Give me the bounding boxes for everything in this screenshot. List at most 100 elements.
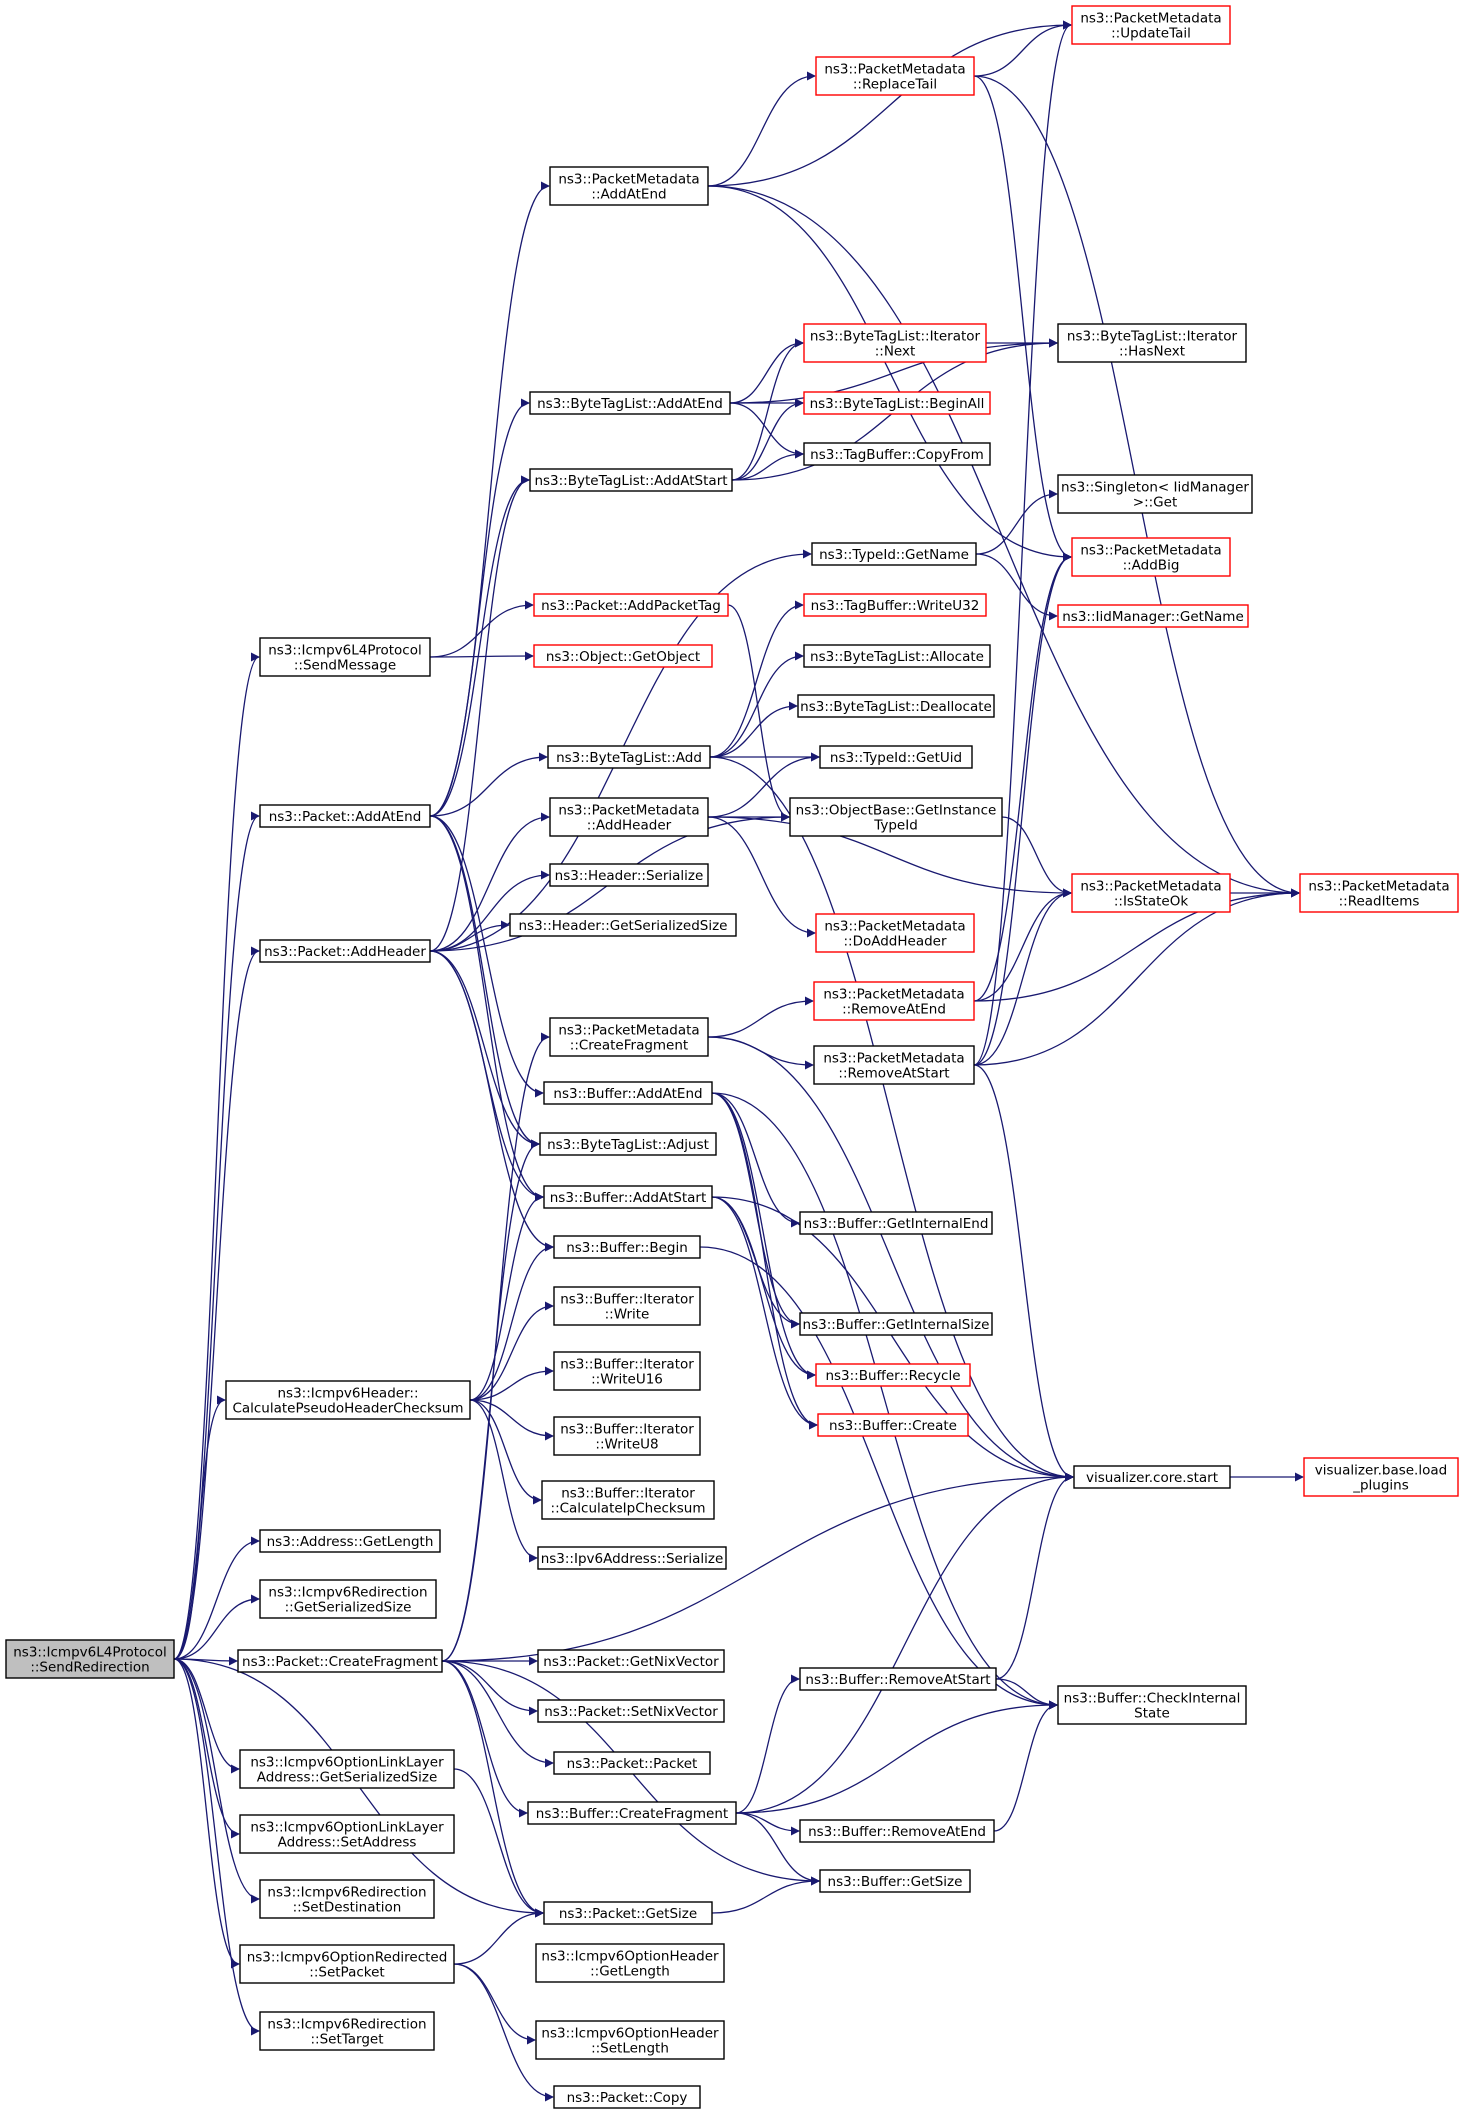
edge-pkt-add-header-to-btl-adjust: [429, 950, 540, 1149]
node-buf-get-int-size[interactable]: ns3::Buffer::GetInternalSize: [799, 1312, 993, 1336]
node-box: [259, 2011, 435, 2051]
node-it-calc-ip[interactable]: ns3::Buffer::Iterator::CalculateIpChecks…: [541, 1480, 715, 1520]
edge-pm-create-fragment-to-viz-start: [707, 1036, 1074, 1482]
node-buf-get-size[interactable]: ns3::Buffer::GetSize: [819, 1869, 971, 1893]
node-pm-remove-at-start[interactable]: ns3::PacketMetadata::RemoveAtStart: [813, 1045, 975, 1085]
node-label: ::AddBig: [1123, 558, 1180, 574]
node-box: [535, 1943, 725, 1983]
node-redir-set-dest[interactable]: ns3::Icmpv6Redirection::SetDestination: [259, 1879, 435, 1919]
node-label: ::CreateFragment: [570, 1038, 688, 1054]
node-hdr-get-ser-size[interactable]: ns3::Header::GetSerializedSize: [509, 913, 737, 937]
node-pm-add-big[interactable]: ns3::PacketMetadata::AddBig: [1071, 537, 1231, 577]
node-tb-write-u32[interactable]: ns3::TagBuffer::WriteU32: [803, 593, 987, 617]
node-it-has-next[interactable]: ns3::ByteTagList::Iterator::HasNext: [1057, 323, 1247, 363]
node-redir-get-ser-size[interactable]: ns3::Icmpv6Redirection::GetSerializedSiz…: [259, 1579, 437, 1619]
node-buf-remove-at-end[interactable]: ns3::Buffer::RemoveAtEnd: [799, 1819, 995, 1843]
node-label: ns3::Packet::AddHeader: [264, 944, 426, 960]
node-opt-llset-address[interactable]: ns3::Icmpv6OptionLinkLayerAddress::SetAd…: [239, 1814, 455, 1854]
node-label: ns3::Icmpv6Redirection: [267, 1885, 426, 1901]
edge-btl-add-at-start-to-it-next: [731, 338, 804, 481]
node-pkt-get-size[interactable]: ns3::Packet::GetSize: [543, 1901, 713, 1925]
node-type-id-get-uid[interactable]: ns3::TypeId::GetUid: [819, 745, 973, 769]
node-send-message[interactable]: ns3::Icmpv6L4Protocol::SendMessage: [259, 637, 431, 677]
node-viz-load-plugins[interactable]: visualizer.base.load_plugins: [1303, 1457, 1459, 1497]
node-box: [259, 804, 431, 828]
node-opt-llget-ser-size[interactable]: ns3::Icmpv6OptionLinkLayerAddress::GetSe…: [239, 1749, 455, 1789]
node-pkt-get-nix[interactable]: ns3::Packet::GetNixVector: [537, 1649, 725, 1673]
node-box: [813, 981, 975, 1021]
node-label: ns3::Packet::GetNixVector: [543, 1654, 719, 1670]
node-it-write-u8[interactable]: ns3::Buffer::Iterator::WriteU8: [553, 1416, 701, 1456]
node-box: [815, 1363, 971, 1387]
node-btl-add-at-start[interactable]: ns3::ByteTagList::AddAtStart: [529, 468, 733, 492]
node-obj-get-object[interactable]: ns3::Object::GetObject: [533, 644, 713, 668]
node-buf-create[interactable]: ns3::Buffer::Create: [817, 1413, 969, 1437]
node-pm-read-items[interactable]: ns3::PacketMetadata::ReadItems: [1299, 873, 1459, 913]
node-singleton-get[interactable]: ns3::Singleton< IidManager>::Get: [1057, 474, 1253, 514]
node-label: ::SetPacket: [309, 1965, 384, 1981]
node-label: State: [1134, 1706, 1170, 1722]
node-opt-hdr-set-length[interactable]: ns3::Icmpv6OptionHeader::SetLength: [535, 2020, 725, 2060]
node-pkt-add-at-end[interactable]: ns3::Packet::AddAtEnd: [259, 804, 431, 828]
node-btl-allocate[interactable]: ns3::ByteTagList::Allocate: [803, 644, 991, 668]
node-box: [529, 468, 733, 492]
node-pkt-add-header[interactable]: ns3::Packet::AddHeader: [259, 939, 431, 963]
edge-type-id-get-name-to-singleton-get: [975, 489, 1058, 555]
node-buf-begin[interactable]: ns3::Buffer::Begin: [553, 1235, 701, 1259]
edge-pm-add-header-to-pm-do-add-header: [707, 816, 816, 938]
node-label: ns3::PacketMetadata: [558, 1023, 699, 1039]
edge-root-to-pkt-add-at-end: [173, 811, 260, 1660]
node-pm-update-tail[interactable]: ns3::PacketMetadata::UpdateTail: [1071, 5, 1231, 45]
node-redir-set-target[interactable]: ns3::Icmpv6Redirection::SetTarget: [259, 2011, 435, 2051]
node-btl-add-at-end[interactable]: ns3::ByteTagList::AddAtEnd: [529, 391, 731, 415]
node-pkt-copy[interactable]: ns3::Packet::Copy: [553, 2085, 701, 2109]
node-pm-add-header[interactable]: ns3::PacketMetadata::AddHeader: [549, 797, 709, 837]
node-buf-recycle[interactable]: ns3::Buffer::Recycle: [815, 1363, 971, 1387]
node-pkt-create-fragment[interactable]: ns3::Packet::CreateFragment: [237, 1649, 443, 1673]
node-label: ns3::ObjectBase::GetInstance: [796, 803, 997, 819]
node-viz-start[interactable]: visualizer.core.start: [1073, 1465, 1231, 1489]
node-pkt-set-nix[interactable]: ns3::Packet::SetNixVector: [537, 1699, 725, 1723]
edge-root-to-redir-set-target: [173, 1658, 260, 2036]
node-it-next[interactable]: ns3::ByteTagList::Iterator::Next: [803, 323, 987, 363]
node-calc-pseudo[interactable]: ns3::Icmpv6Header::CalculatePseudoHeader…: [225, 1380, 471, 1420]
node-opt-hdr-get-length[interactable]: ns3::Icmpv6OptionHeader::GetLength: [535, 1943, 725, 1983]
node-box: [1073, 1465, 1231, 1489]
node-label: ns3::Buffer::GetInternalEnd: [804, 1216, 989, 1232]
node-hdr-serialize[interactable]: ns3::Header::Serialize: [549, 863, 709, 887]
node-buf-remove-at-start[interactable]: ns3::Buffer::RemoveAtStart: [799, 1667, 997, 1691]
node-pm-create-fragment[interactable]: ns3::PacketMetadata::CreateFragment: [549, 1017, 709, 1057]
node-label: ns3::Packet::CreateFragment: [242, 1654, 438, 1670]
edge-pkt-create-fragment-to-buf-create-fragment: [441, 1660, 528, 1818]
node-tb-copy-from[interactable]: ns3::TagBuffer::CopyFrom: [803, 442, 991, 466]
node-btl-begin-all[interactable]: ns3::ByteTagList::BeginAll: [803, 391, 991, 415]
node-btl-add[interactable]: ns3::ByteTagList::Add: [547, 745, 711, 769]
node-addr-get-length[interactable]: ns3::Address::GetLength: [259, 1529, 441, 1553]
node-box: [535, 2020, 725, 2060]
node-pkt-add-packet-tag[interactable]: ns3::Packet::AddPacketTag: [533, 593, 729, 617]
node-pm-do-add-header[interactable]: ns3::PacketMetadata::DoAddHeader: [815, 913, 975, 953]
node-buf-add-at-start[interactable]: ns3::Buffer::AddAtStart: [543, 1185, 713, 1209]
edge-buf-create-fragment-to-buf-remove-at-start: [735, 1674, 800, 1814]
node-ipv6-serialize[interactable]: ns3::Ipv6Address::Serialize: [537, 1546, 727, 1570]
node-btl-adjust[interactable]: ns3::ByteTagList::Adjust: [539, 1132, 717, 1156]
node-box: [1057, 604, 1249, 628]
node-pm-replace-tail[interactable]: ns3::PacketMetadata::ReplaceTail: [815, 56, 975, 96]
node-pm-add-at-end[interactable]: ns3::PacketMetadata::AddAtEnd: [549, 166, 709, 206]
node-btl-deallocate[interactable]: ns3::ByteTagList::Deallocate: [797, 694, 995, 718]
node-iid-get-name[interactable]: ns3::IidManager::GetName: [1057, 604, 1249, 628]
node-buf-add-at-end[interactable]: ns3::Buffer::AddAtEnd: [543, 1081, 713, 1105]
node-box: [533, 644, 713, 668]
node-type-id-get-name[interactable]: ns3::TypeId::GetName: [811, 542, 977, 566]
node-label: ns3::Buffer::Iterator: [560, 1357, 694, 1373]
node-buf-create-fragment[interactable]: ns3::Buffer::CreateFragment: [527, 1801, 737, 1825]
node-it-write-u16[interactable]: ns3::Buffer::Iterator::WriteU16: [553, 1351, 701, 1391]
node-it-write[interactable]: ns3::Buffer::Iterator::Write: [553, 1286, 701, 1326]
node-pkt-packet[interactable]: ns3::Packet::Packet: [553, 1751, 711, 1775]
node-opt-redir-set-packet[interactable]: ns3::Icmpv6OptionRedirected::SetPacket: [239, 1944, 455, 1984]
node-pm-is-state-ok[interactable]: ns3::PacketMetadata::IsStateOk: [1071, 873, 1231, 913]
node-pm-remove-at-end[interactable]: ns3::PacketMetadata::RemoveAtEnd: [813, 981, 975, 1021]
node-buf-get-int-end[interactable]: ns3::Buffer::GetInternalEnd: [799, 1211, 993, 1235]
